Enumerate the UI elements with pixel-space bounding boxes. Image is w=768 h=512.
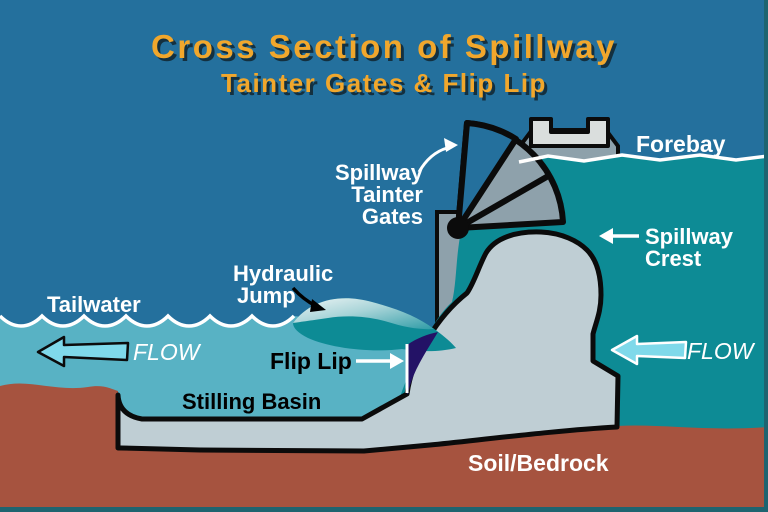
label-tainter-gates-1: Spillway bbox=[335, 160, 424, 185]
gate-pivot bbox=[447, 217, 469, 239]
spillway-crest-arrow-icon bbox=[599, 228, 639, 244]
tainter-gate-fan bbox=[447, 120, 566, 239]
gate-fan-arm bbox=[456, 172, 552, 231]
label-tainter-gates-3: Gates bbox=[362, 204, 423, 229]
diagram-title-shadow: Cross Section of Spillway bbox=[154, 31, 620, 68]
label-soil-bedrock: Soil/Bedrock bbox=[468, 450, 609, 476]
label-hydraulic-jump-2: Jump bbox=[237, 283, 296, 308]
diagram-subtitle-shadow: Tainter Gates & Flip Lip bbox=[224, 71, 550, 101]
label-spillway-crest-2: Crest bbox=[645, 246, 702, 271]
label-forebay: Forebay bbox=[636, 131, 726, 157]
pier-cap bbox=[529, 117, 610, 148]
label-spillway-crest-1: Spillway bbox=[645, 224, 734, 249]
border-bottom bbox=[0, 507, 768, 512]
flip-lip-wedge bbox=[407, 332, 438, 394]
diagram-subtitle: Tainter Gates & Flip Lip bbox=[221, 68, 547, 98]
waterline-tailwater bbox=[0, 313, 296, 328]
flow-arrow-left-icon bbox=[36, 335, 130, 368]
tainter-gates-arrow-icon bbox=[417, 138, 458, 173]
gate-fan-open-wedge bbox=[455, 120, 519, 231]
hydraulic-jump-arrow-icon bbox=[291, 286, 326, 312]
hydraulic-jump-wave-crest bbox=[293, 298, 434, 330]
label-flow-left: FLOW bbox=[133, 339, 202, 365]
diagram-title: Cross Section of Spillway bbox=[151, 28, 617, 65]
label-flow-right: FLOW bbox=[687, 338, 756, 364]
label-flip-lip: Flip Lip bbox=[270, 348, 352, 374]
flow-arrow-right-icon bbox=[610, 334, 688, 366]
label-tainter-gates-2: Tainter bbox=[351, 182, 423, 207]
flip-lip-arrow-icon bbox=[356, 353, 404, 369]
label-hydraulic-jump-1: Hydraulic bbox=[233, 261, 333, 286]
label-tailwater: Tailwater bbox=[47, 292, 141, 317]
waterline-forebay bbox=[518, 153, 768, 164]
label-stilling-basin: Stilling Basin bbox=[182, 389, 321, 414]
border-right bbox=[764, 0, 768, 512]
